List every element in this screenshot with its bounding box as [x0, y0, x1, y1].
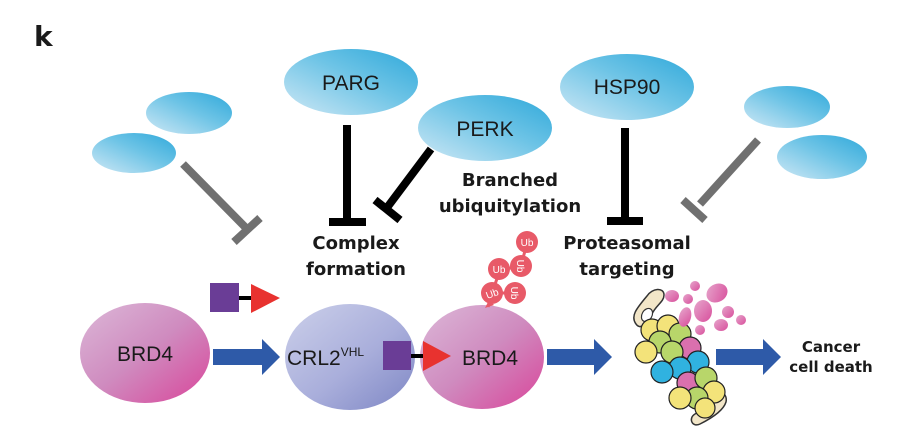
regulator-unlabeled-right-1 [744, 86, 830, 128]
regulator-unlabeled-right-2 [777, 135, 867, 179]
pathway-arrow-3 [716, 339, 781, 375]
ubiquitin-1-label: Ub [485, 287, 501, 302]
degraded-peptide-fragments [665, 281, 746, 335]
branched-ubiquitylation-label-line2: ubiquitylation [439, 196, 581, 217]
protac-brd4-ligand [251, 284, 280, 313]
protac-free [210, 283, 280, 313]
proteasomal-targeting-label-line2: targeting [579, 259, 674, 280]
brd4-bound-label: BRD4 [462, 347, 518, 370]
ubiquitin-2-label: Ub [508, 287, 519, 300]
brd4-node [80, 303, 210, 403]
perk-node [418, 95, 552, 161]
crl2-label-superscript: VHL [341, 345, 365, 359]
perk-label: PERK [456, 118, 513, 141]
brd4-label: BRD4 [117, 343, 173, 366]
complex-formation-label-line2: formation [306, 259, 406, 280]
ubiquitin-1 [481, 282, 503, 304]
protac-bound-brd4-ligand [423, 341, 451, 371]
inhibition-arrow-perk [372, 146, 435, 224]
hsp90-node [560, 54, 694, 120]
brd4-bound-node [420, 305, 544, 409]
ubiquitin-5-label: Ub [521, 238, 534, 249]
crl2-label-main: CRL2 [287, 347, 341, 370]
hsp90-label: HSP90 [594, 76, 661, 99]
branched-ubiquitylation-label-line1: Branched [462, 170, 558, 191]
regulator-unlabeled-left-1 [146, 92, 232, 134]
ubiquitin-2 [504, 282, 526, 304]
protac-vhl-ligand [210, 283, 239, 312]
proteasomal-targeting-label-line1: Proteasomal [563, 233, 691, 254]
complex-formation-label-line1: Complex [312, 233, 400, 254]
inhibition-arrow-parg [329, 125, 366, 226]
proteasome-icon [633, 288, 727, 426]
protac-bound [383, 341, 451, 371]
ubiquitin-4-label: Ub [514, 260, 525, 273]
crl2-label: CRL2VHL [287, 345, 364, 370]
inhibition-arrow-gray-left [180, 161, 263, 245]
ubiquitin-3 [488, 258, 510, 280]
panel-label: k [34, 20, 54, 53]
crl2-vhl-node [285, 304, 415, 410]
parg-label: PARG [322, 72, 380, 95]
protac-bound-vhl-ligand [383, 341, 411, 370]
outcome-label-line2: cell death [789, 358, 872, 376]
outcome-label-line1: Cancer [802, 338, 861, 356]
pathway-arrow-2 [547, 339, 612, 375]
inhibition-arrow-hsp90 [607, 128, 643, 225]
ubiquitin-5 [516, 231, 538, 253]
parg-node [284, 49, 418, 115]
ubiquitin-chain: Ub Ub Ub Ub Ub [481, 231, 538, 308]
regulator-unlabeled-left-2 [92, 133, 176, 173]
pathway-arrow-1 [213, 339, 280, 375]
ubiquitin-3-label: Ub [493, 265, 506, 276]
inhibition-arrow-gray-right [680, 137, 761, 223]
ubiquitin-4 [510, 255, 532, 277]
